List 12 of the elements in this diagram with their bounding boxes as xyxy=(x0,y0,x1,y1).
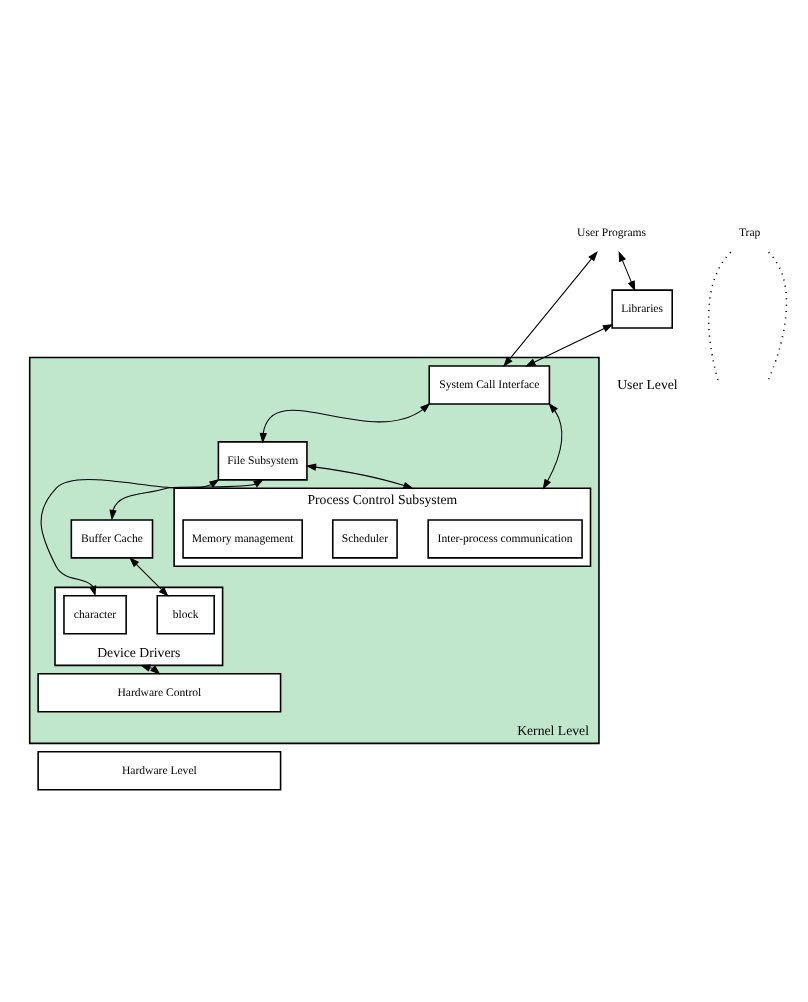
arrow xyxy=(259,401,431,443)
arrow xyxy=(542,401,563,489)
connector xyxy=(765,250,788,384)
arrow xyxy=(139,663,161,674)
connector xyxy=(707,250,732,384)
arrow xyxy=(305,462,414,488)
arrow xyxy=(129,556,169,596)
arrow xyxy=(618,250,636,291)
arrow xyxy=(503,250,598,367)
arrow xyxy=(40,478,220,596)
arrow xyxy=(525,323,614,366)
arrow xyxy=(109,478,265,520)
